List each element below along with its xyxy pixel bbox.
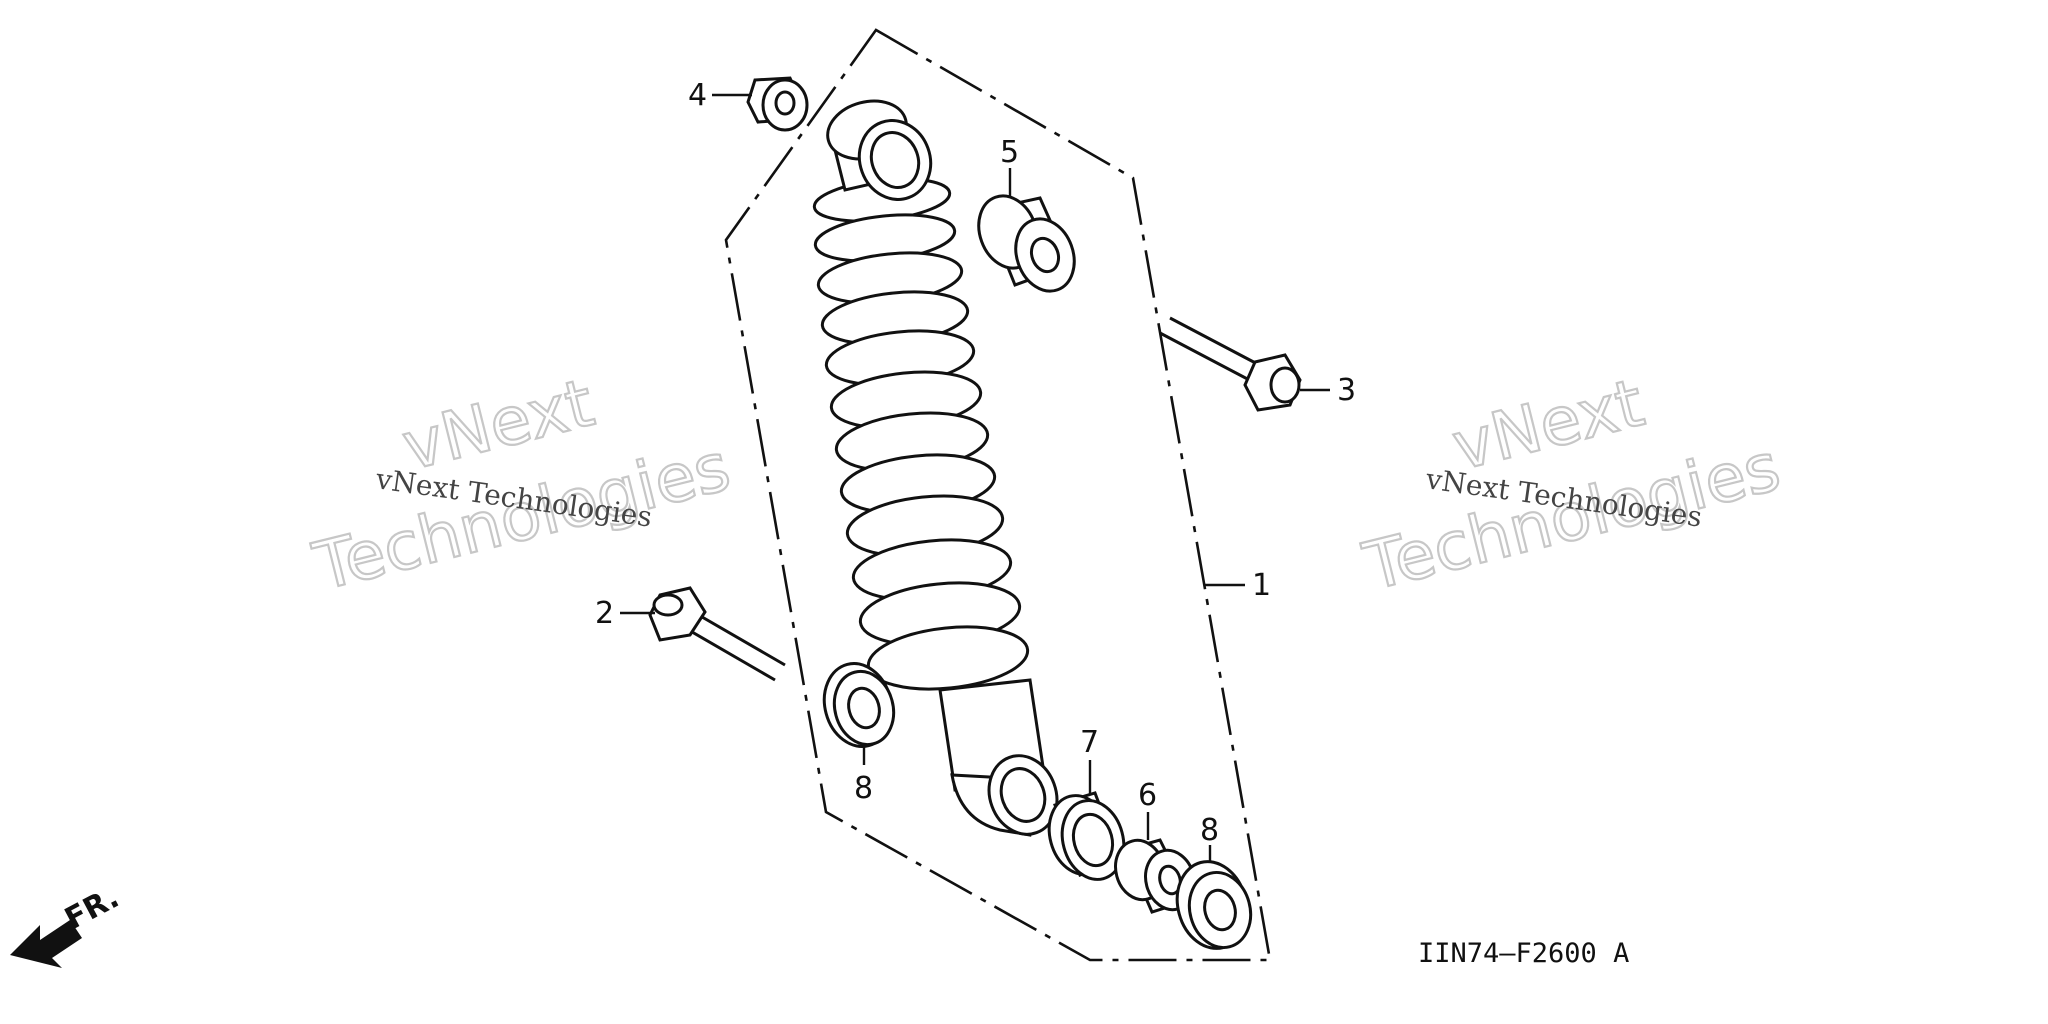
- callout-3: 3: [1337, 373, 1356, 408]
- leader-lines: [620, 93, 1330, 862]
- shock-absorber-part-1: [812, 99, 1059, 837]
- bearing-part-7: [1047, 791, 1126, 881]
- callout-1: 1: [1252, 568, 1271, 603]
- callout-7: 7: [1080, 725, 1099, 760]
- direction-arrow-icon: [10, 920, 82, 968]
- reference-code: IIN74—F2600 A: [1418, 938, 1629, 969]
- seal-part-8-left: [822, 662, 896, 748]
- callout-2: 2: [595, 596, 614, 631]
- callout-8-left: 8: [854, 771, 873, 806]
- watermark-left: vNext Technologies vNext Technologies: [305, 363, 738, 607]
- watermark-right: vNext Technologies vNext Technologies: [1355, 363, 1788, 607]
- collar-part-6: [1114, 838, 1196, 914]
- callout-4: 4: [688, 78, 707, 113]
- bolt-part-2: [648, 586, 786, 682]
- assembly-boundary: [724, 28, 1272, 962]
- bolt-part-3: [1159, 316, 1302, 412]
- nut-part-4: [746, 76, 809, 132]
- callout-8-right: 8: [1200, 813, 1219, 848]
- callout-5: 5: [1000, 135, 1019, 170]
- seal-part-8-right: [1175, 860, 1253, 950]
- callout-6: 6: [1138, 778, 1157, 813]
- bushing-part-5: [977, 194, 1076, 293]
